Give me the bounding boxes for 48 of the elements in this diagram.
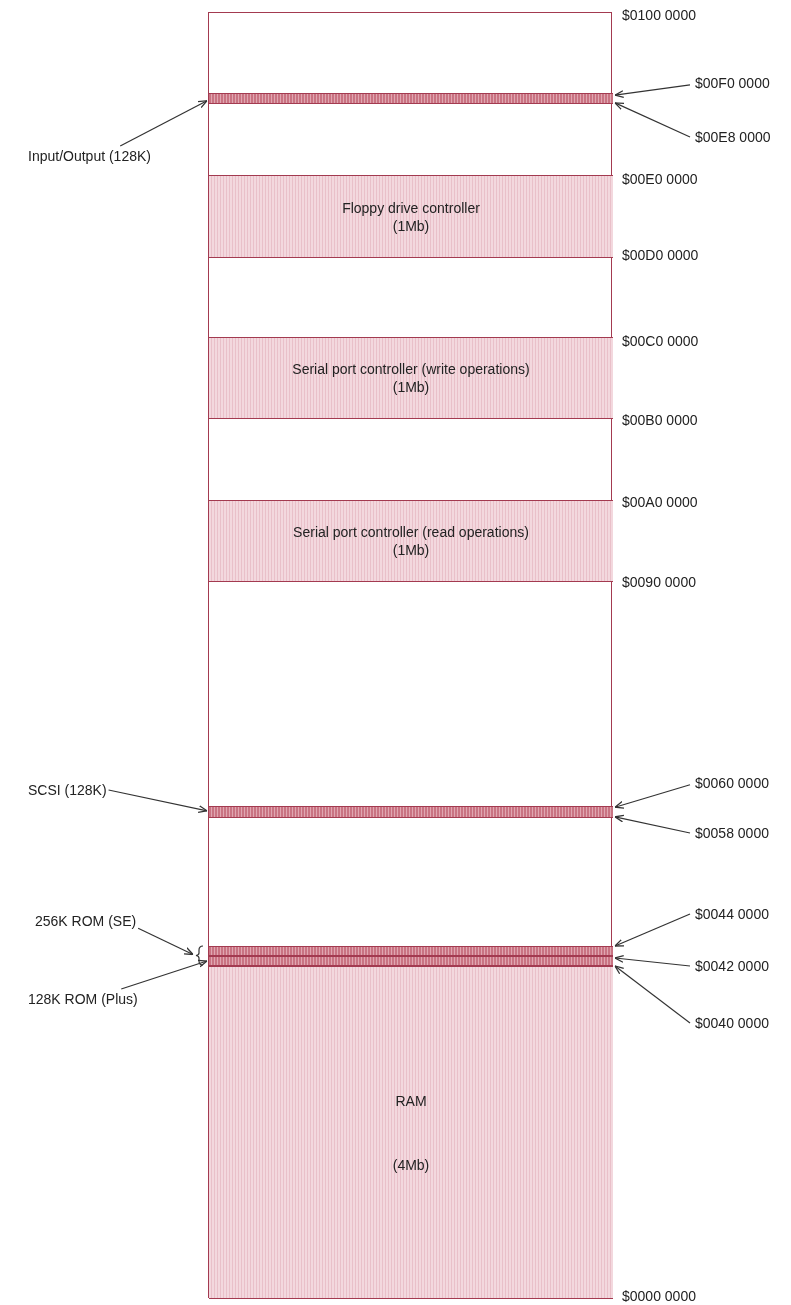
region-name: Floppy drive controller xyxy=(342,198,480,217)
leader-arrow xyxy=(614,102,691,138)
address-label: $00C0 0000 xyxy=(622,332,699,350)
region-size: (4Mb) xyxy=(392,1155,430,1174)
region-size: (1Mb) xyxy=(392,378,430,396)
leader-arrow xyxy=(614,913,691,947)
address-label: $00A0 0000 xyxy=(622,493,698,511)
leader-arrow xyxy=(614,814,691,834)
memory-map-box xyxy=(208,12,612,1298)
leader-arrow xyxy=(614,954,691,967)
leader-arrow xyxy=(614,784,691,809)
memory-region xyxy=(209,175,613,258)
region-size: (1Mb) xyxy=(392,541,430,559)
memory-region xyxy=(209,337,613,419)
leader-arrow xyxy=(137,927,194,956)
region-label: 256K ROM (SE) xyxy=(35,912,137,930)
region-label: SCSI (128K) xyxy=(28,781,107,799)
address-label: $0060 0000 xyxy=(692,774,769,792)
address-label: $0042 0000 xyxy=(692,957,769,975)
brace xyxy=(195,945,205,966)
region-label: 128K ROM (Plus) xyxy=(28,990,138,1008)
leader-arrow xyxy=(120,959,208,990)
region-name: RAM xyxy=(395,1091,427,1110)
leader-arrow xyxy=(614,965,691,1024)
address-label: $00D0 0000 xyxy=(622,246,699,264)
address-label: $00F0 0000 xyxy=(692,74,770,92)
leader-arrow xyxy=(108,789,208,813)
memory-region xyxy=(209,966,613,1299)
address-label: $0100 0000 xyxy=(622,6,696,24)
address-label: $0000 0000 xyxy=(622,1287,696,1305)
memory-region xyxy=(209,806,613,818)
address-label: $0040 0000 xyxy=(692,1014,769,1032)
leader-arrow xyxy=(119,100,208,147)
region-name: Serial port controller (write operations) xyxy=(292,360,530,378)
region-label: Input/Output (128K) xyxy=(28,147,151,165)
address-label: $0044 0000 xyxy=(692,905,769,923)
region-name: Serial port controller (read operations) xyxy=(293,523,529,541)
memory-region xyxy=(209,500,613,582)
region-size: (1Mb) xyxy=(392,216,430,235)
address-label: $0090 0000 xyxy=(622,573,696,591)
address-label: $0058 0000 xyxy=(692,824,769,842)
memory-region xyxy=(209,956,613,966)
memory-region xyxy=(209,946,613,956)
leader-arrow xyxy=(614,84,691,98)
memory-region xyxy=(209,93,613,104)
address-label: $00E8 0000 xyxy=(692,128,771,146)
address-label: $00B0 0000 xyxy=(622,411,698,429)
address-label: $00E0 0000 xyxy=(622,170,698,188)
